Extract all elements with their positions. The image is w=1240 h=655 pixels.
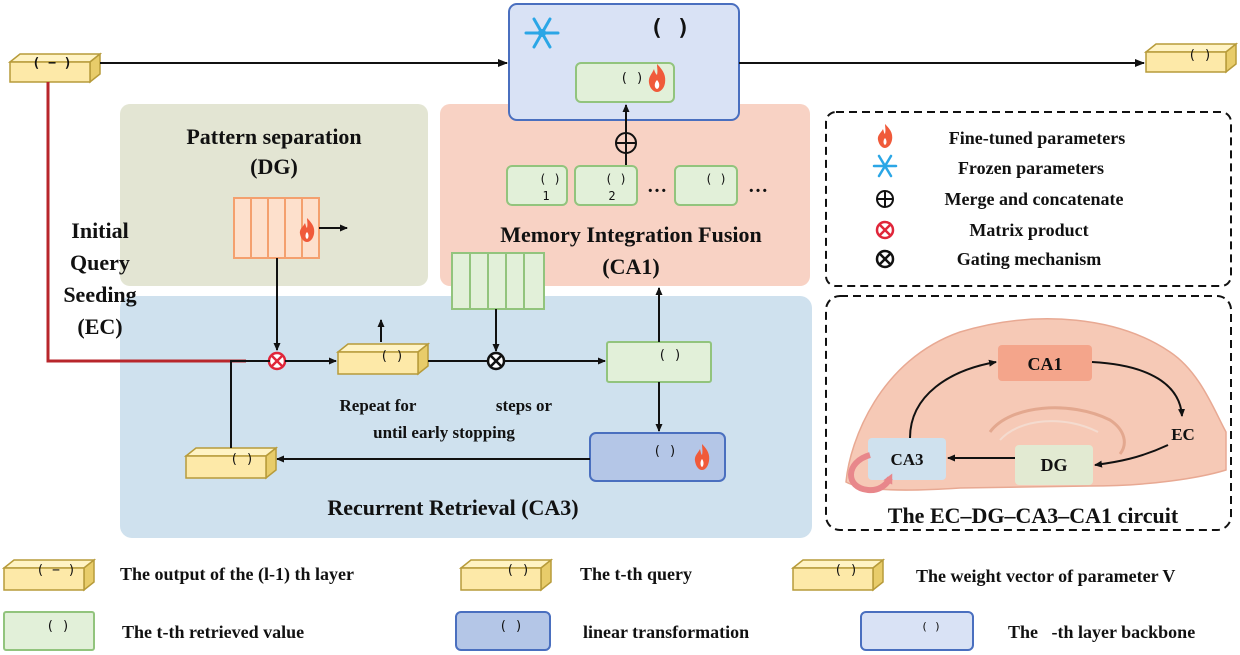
circuit-ca3-label: CA3 bbox=[890, 450, 923, 469]
dg-title-line2: (DG) bbox=[250, 154, 298, 179]
output-block-label: ( ) bbox=[1188, 48, 1211, 63]
linear-transform-box bbox=[589, 432, 726, 482]
backbone-inner-paren: ( ) bbox=[620, 71, 643, 86]
retrieved-value-paren: ( ) bbox=[658, 348, 681, 363]
matrix-product-icon bbox=[875, 220, 895, 240]
legend-box bbox=[825, 111, 1232, 287]
ec-label-line4: (EC) bbox=[77, 314, 122, 339]
ec-red-line bbox=[46, 82, 246, 363]
brain-inner-fold-2 bbox=[999, 420, 1099, 441]
fusion-slot-1-paren: ( ) bbox=[539, 172, 561, 186]
legend-backbone: The -th layer backbone bbox=[1008, 622, 1195, 642]
ca1-title-line1: Memory Integration Fusion bbox=[500, 222, 762, 247]
circuit-recurrent-loop bbox=[848, 452, 893, 494]
repeat-label-b: steps or bbox=[496, 396, 553, 415]
circuit-ec-label: EC bbox=[1171, 425, 1195, 444]
gating-symbol bbox=[486, 351, 506, 371]
flame-icon bbox=[648, 64, 666, 92]
circuit-arrow-ca1-ec bbox=[1091, 361, 1186, 417]
dg-panel bbox=[120, 104, 428, 286]
weight-vector-label: ( ) bbox=[230, 452, 253, 467]
legend-backbone-paren: ( ) bbox=[921, 620, 941, 633]
legend-linear-paren: ( ) bbox=[499, 619, 522, 634]
legend-linear: linear transformation bbox=[583, 622, 749, 642]
legend-backbone-box bbox=[860, 611, 974, 651]
circuit-dg-node bbox=[1015, 445, 1093, 485]
legend-query-paren: ( ) bbox=[506, 563, 529, 578]
legend-weight-paren: ( ) bbox=[834, 563, 857, 578]
input-block-label: ( − ) bbox=[32, 56, 71, 71]
ec-label-line2: Query bbox=[70, 250, 130, 275]
legend-weight: The weight vector of parameter V bbox=[916, 566, 1175, 586]
fusion-slot-1-index: 1 bbox=[542, 189, 549, 203]
snowflake-icon bbox=[872, 154, 898, 178]
legend-gating: Gating mechanism bbox=[957, 249, 1102, 269]
legend-matrix: Matrix product bbox=[969, 220, 1088, 240]
merge-symbol bbox=[615, 132, 637, 154]
flame-icon bbox=[299, 218, 315, 242]
matrix-product-symbol bbox=[267, 351, 287, 371]
ellipsis-2: … bbox=[748, 175, 768, 197]
legend-prev-layer-block bbox=[1, 558, 97, 592]
legend-query-block bbox=[458, 558, 554, 592]
brain-inner-fold bbox=[988, 406, 1126, 455]
circuit-ca3-node bbox=[868, 438, 946, 480]
backbone-inner-box bbox=[575, 62, 675, 103]
legend-frozen: Frozen parameters bbox=[958, 158, 1104, 178]
circuit-dg-label: DG bbox=[1041, 455, 1068, 475]
circuit-title: The EC–DG–CA3–CA1 circuit bbox=[888, 503, 1179, 528]
query-block-label: ( ) bbox=[380, 349, 403, 364]
weight-vector-block bbox=[183, 446, 279, 480]
legend-retrieved: The t-th retrieved value bbox=[122, 622, 304, 642]
legend-merge: Merge and concatenate bbox=[945, 189, 1124, 209]
ca3-title: Recurrent Retrieval (CA3) bbox=[327, 495, 578, 520]
legend-weight-block bbox=[790, 558, 886, 592]
circuit-arrow-ec-dg bbox=[1094, 444, 1169, 468]
input-block-prev-layer bbox=[7, 52, 103, 84]
query-block bbox=[335, 342, 431, 376]
legend-query: The t-th query bbox=[580, 564, 692, 584]
legend-prev-layer: The output of the (l-1) th layer bbox=[120, 564, 354, 585]
fusion-slot-t bbox=[674, 165, 738, 206]
legend-prev-layer-paren: ( − ) bbox=[36, 563, 75, 578]
ec-label-line3: Seeding bbox=[63, 282, 136, 307]
fusion-slot-2-index: 2 bbox=[608, 189, 615, 203]
ellipsis-1: … bbox=[647, 175, 667, 197]
legend-retrieved-box bbox=[3, 611, 95, 651]
ec-label-line1: Initial bbox=[71, 218, 128, 243]
repeat-label-line2: until early stopping bbox=[373, 423, 515, 442]
weight-feedback-line bbox=[230, 360, 270, 448]
circuit-ca1-node bbox=[998, 345, 1092, 381]
fusion-slot-1 bbox=[506, 165, 568, 206]
repeat-label-a: Repeat for bbox=[340, 396, 417, 415]
fusion-slot-t-paren: ( ) bbox=[705, 172, 727, 186]
flame-icon bbox=[694, 444, 710, 470]
legend-linear-box bbox=[455, 611, 551, 651]
backbone-paren: ( ) bbox=[650, 16, 690, 41]
ca1-title-line2: (CA1) bbox=[602, 254, 659, 279]
snowflake-icon bbox=[524, 17, 560, 49]
gating-icon bbox=[875, 249, 895, 269]
output-block bbox=[1143, 42, 1239, 74]
dg-title-line1: Pattern separation bbox=[186, 124, 361, 149]
fusion-slot-2-paren: ( ) bbox=[605, 172, 627, 186]
legend-fine-tuned: Fine-tuned parameters bbox=[949, 128, 1125, 148]
legend-retrieved-paren: ( ) bbox=[46, 619, 69, 634]
merge-icon bbox=[876, 190, 894, 208]
ca3-weight-grid bbox=[451, 252, 545, 310]
flame-icon bbox=[877, 124, 893, 148]
circuit-arrow-ca3-ca1 bbox=[909, 359, 997, 439]
circuit-ca1-label: CA1 bbox=[1028, 354, 1063, 374]
linear-transform-paren: ( ) bbox=[653, 444, 676, 459]
fusion-slot-2 bbox=[574, 165, 638, 206]
